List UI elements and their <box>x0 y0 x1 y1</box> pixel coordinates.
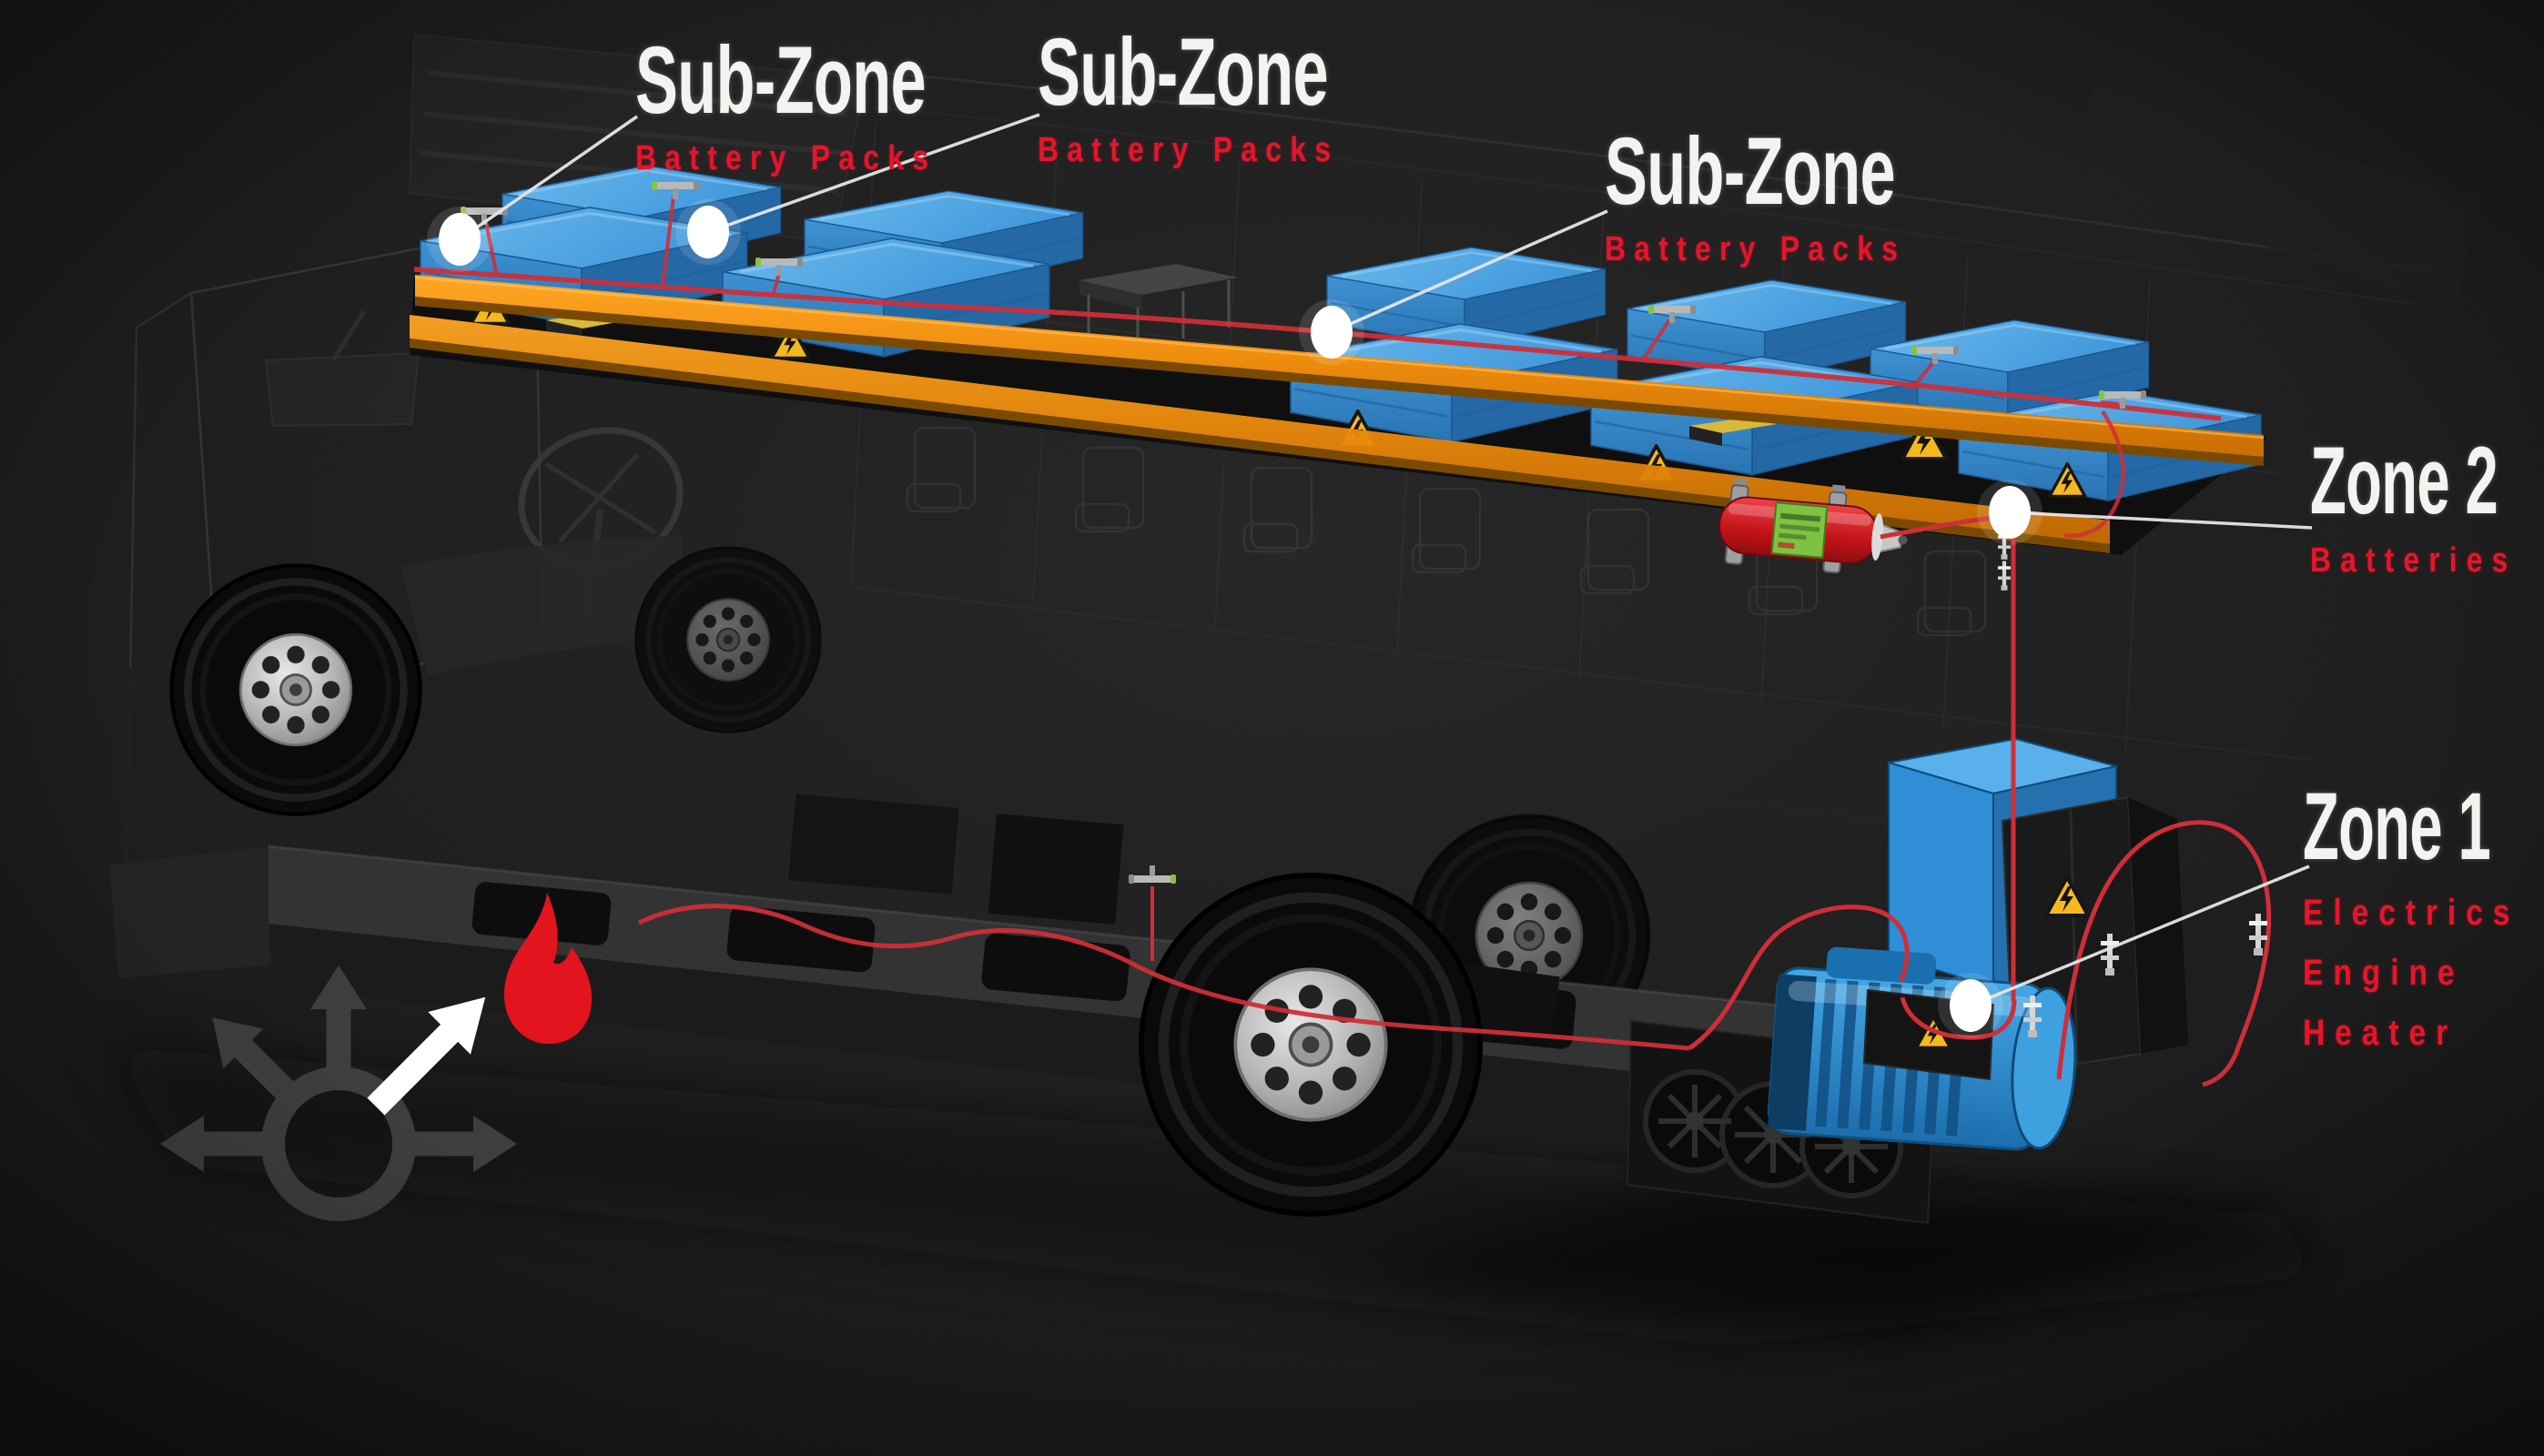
zone2-label: Zone 2 Batteries <box>2310 433 2544 578</box>
zone1-line-electrics: Electrics <box>2303 893 2520 933</box>
zone1-label: Zone 1 Electrics Engine Heater <box>2303 779 2544 1063</box>
subzone-2-title: Sub-Zone <box>1038 19 1329 126</box>
subzone-label-2: Sub-Zone Battery Packs <box>1038 25 1471 167</box>
zone2-title: Zone 2 <box>2310 428 2498 534</box>
zone2-subtitle: Batteries <box>2310 541 2518 580</box>
subzone-3-subtitle: Battery Packs <box>1605 230 1907 268</box>
zone1-line-heater: Heater <box>2303 1013 2458 1053</box>
subzone-1-title: Sub-Zone <box>635 27 927 134</box>
subzone-label-1: Sub-Zone Battery Packs <box>635 33 1069 176</box>
subzone-2-subtitle: Battery Packs <box>1038 131 1340 169</box>
zone1-line-engine: Engine <box>2303 953 2465 993</box>
subzone-1-subtitle: Battery Packs <box>635 139 938 177</box>
zone1-title: Zone 1 <box>2303 774 2491 880</box>
subzone-label-3: Sub-Zone Battery Packs <box>1605 124 2038 267</box>
subzone-3-title: Sub-Zone <box>1605 118 1896 225</box>
